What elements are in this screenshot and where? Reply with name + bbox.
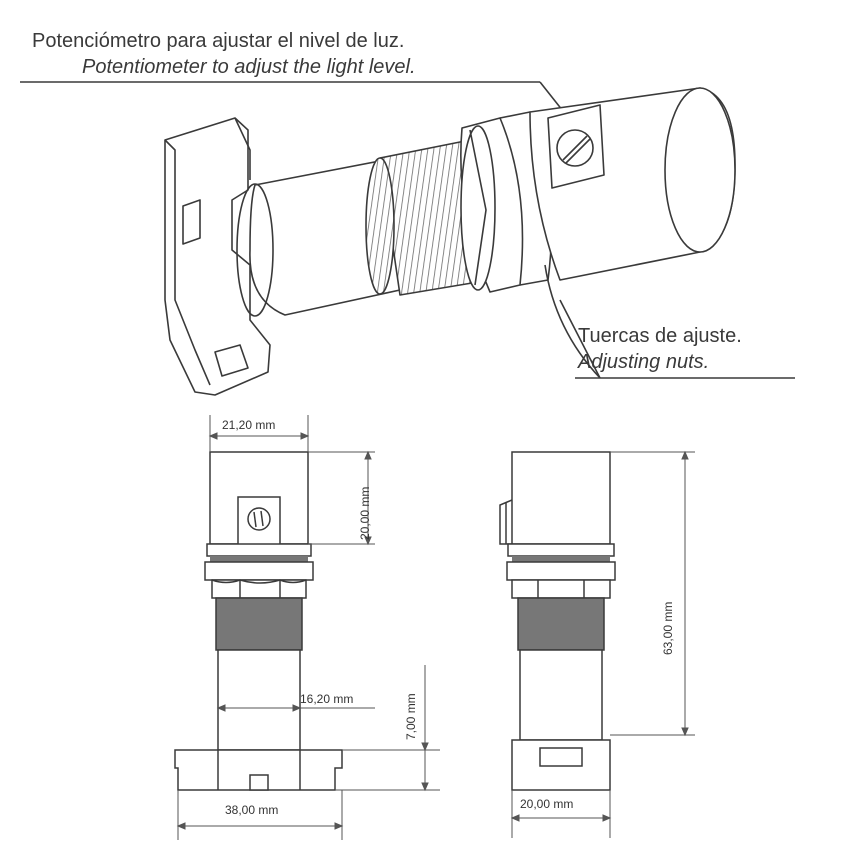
dim-side-base-width: 20,00 mm bbox=[520, 797, 574, 811]
isometric-sensor-illustration bbox=[20, 81, 795, 396]
front-thread bbox=[215, 597, 303, 651]
dim-head-width: 21,20 mm bbox=[222, 418, 276, 432]
base-flange bbox=[164, 117, 271, 396]
nuts-label-en: Adjusting nuts. bbox=[578, 351, 710, 373]
side-view-drawing bbox=[499, 450, 695, 838]
side-thread bbox=[517, 597, 605, 651]
dim-base-width: 38,00 mm bbox=[225, 803, 279, 817]
dim-total-height: 63,00 mm bbox=[661, 601, 675, 655]
dim-tube-width: 16,20 mm bbox=[300, 692, 354, 706]
potentiometer-label-es: Potenciómetro para ajustar el nivel de l… bbox=[32, 30, 405, 52]
potentiometer-label-en: Potentiometer to adjust the light level. bbox=[82, 56, 416, 78]
nuts-label-es: Tuercas de ajuste. bbox=[578, 325, 742, 347]
main-tube bbox=[249, 159, 401, 316]
dim-head-height: 20,00 mm bbox=[358, 486, 372, 540]
dim-base-height: 7,00 mm bbox=[404, 693, 418, 740]
nuts-callout-line bbox=[559, 299, 601, 379]
front-view-drawing bbox=[174, 415, 440, 840]
